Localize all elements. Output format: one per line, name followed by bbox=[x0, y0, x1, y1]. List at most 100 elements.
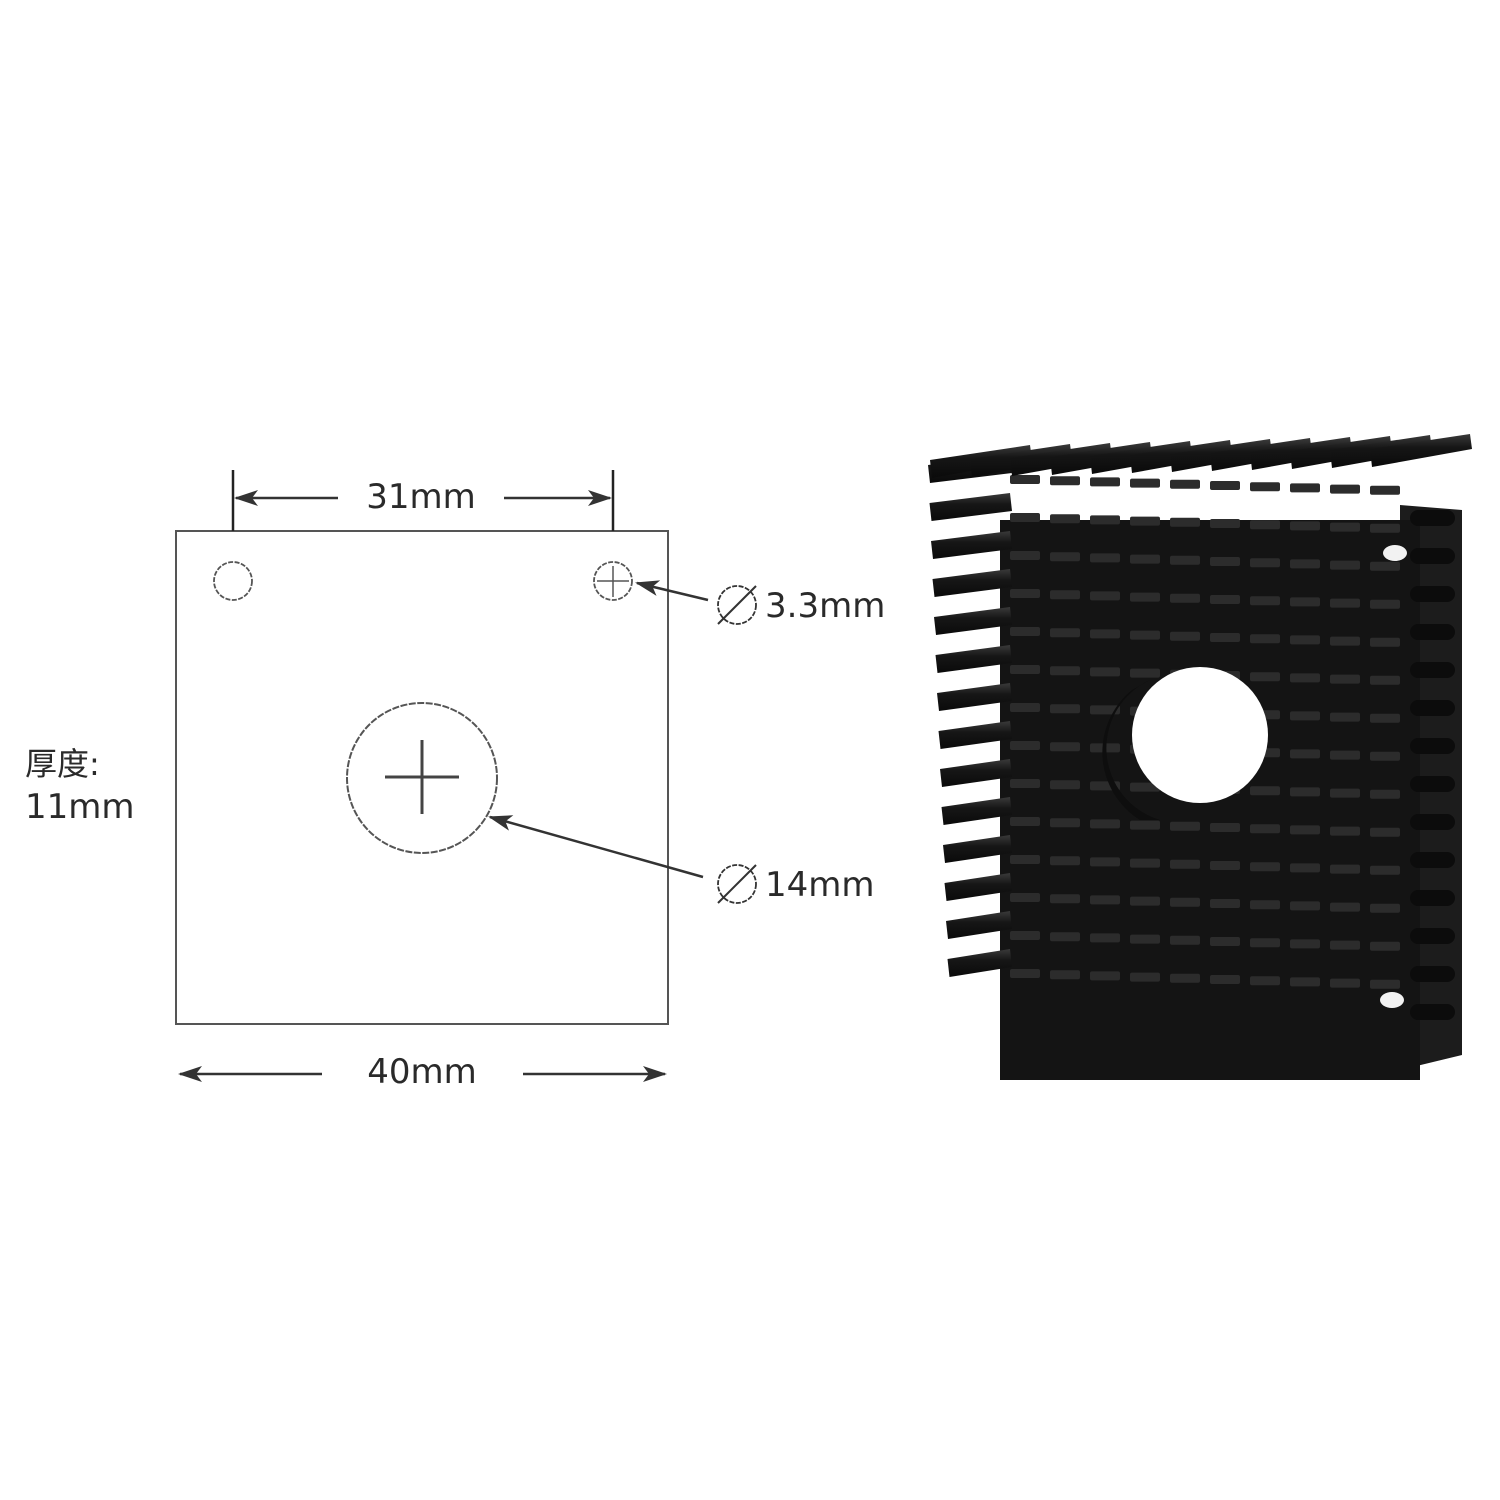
heatsink-fin-tip bbox=[1250, 482, 1280, 492]
heatsink-fin-tip bbox=[1250, 558, 1280, 568]
heatsink-image bbox=[928, 434, 1472, 1080]
heatsink-fin-tip bbox=[1130, 554, 1160, 564]
heatsink-fin-tip bbox=[1130, 592, 1160, 602]
heatsink-fin-tip bbox=[1010, 627, 1040, 636]
heatsink-fin-tip bbox=[1090, 553, 1120, 563]
heatsink-fin-tip bbox=[1130, 972, 1160, 982]
heatsink-fin-tip bbox=[1250, 976, 1280, 986]
heatsink-fin-tip bbox=[1370, 599, 1400, 609]
heatsink-fin-tip bbox=[1050, 856, 1080, 866]
heatsink-fin-tip bbox=[1370, 827, 1400, 837]
heatsink-fin-tip bbox=[1330, 826, 1360, 836]
hole-spacing-label: 31mm bbox=[366, 477, 476, 517]
heatsink-side-slot bbox=[1410, 928, 1455, 944]
heatsink-fin-tip bbox=[1210, 937, 1240, 946]
heatsink-fin-tip bbox=[1370, 637, 1400, 647]
heatsink-fin-tip bbox=[1010, 475, 1040, 484]
heatsink-fin-tip bbox=[1330, 978, 1360, 988]
heatsink-fin-tip bbox=[1370, 903, 1400, 913]
leader-arrow-3-3mm bbox=[635, 580, 709, 602]
heatsink-fin-tip bbox=[1130, 934, 1160, 944]
heatsink-fin-tip bbox=[1290, 977, 1320, 987]
heatsink-fin-tip bbox=[1250, 634, 1280, 644]
heatsink-fin-tip bbox=[1010, 817, 1040, 826]
heatsink-fin-tip bbox=[1250, 596, 1280, 606]
heatsink-fin-tip bbox=[1330, 484, 1360, 494]
heatsink-fin-tip bbox=[1010, 741, 1040, 750]
crosshair-icon bbox=[597, 566, 629, 597]
mounting-hole-right bbox=[593, 561, 633, 601]
heatsink-fin-tip bbox=[1210, 633, 1240, 642]
heatsink-side-slot bbox=[1410, 662, 1455, 678]
heatsink-fin-tip bbox=[1130, 478, 1160, 488]
heatsink-side-slot bbox=[1410, 890, 1455, 906]
heatsink-fin-tip bbox=[1370, 561, 1400, 571]
heatsink-side-slot bbox=[1410, 624, 1455, 640]
drawing-outline-group: 31mm 3.3mm 14mm 40mm 厚度: 11mm bbox=[25, 470, 885, 1092]
heatsink-fin-tip bbox=[1050, 932, 1080, 942]
heatsink-fin-tip bbox=[1290, 597, 1320, 607]
leader-arrow-14mm bbox=[488, 815, 704, 879]
heatsink-fin-tip bbox=[1330, 750, 1360, 760]
heatsink-fin-tip bbox=[1170, 631, 1200, 641]
heatsink-mount-hole bbox=[1383, 545, 1407, 561]
heatsink-fin-tip bbox=[1210, 481, 1240, 490]
heatsink-fin-tip bbox=[1170, 821, 1200, 831]
center-hole-diameter-label: 14mm bbox=[765, 865, 875, 905]
heatsink-fin-tip bbox=[1090, 667, 1120, 677]
heatsink-fin-tip bbox=[1370, 789, 1400, 799]
heatsink-fin-tip bbox=[1090, 895, 1120, 905]
heatsink-fin-tip bbox=[1290, 825, 1320, 835]
heatsink-fin bbox=[946, 911, 1012, 939]
heatsink-fin bbox=[941, 797, 1012, 825]
heatsink-fin-tip bbox=[1050, 628, 1080, 638]
heatsink-fin-tip bbox=[1290, 521, 1320, 531]
heatsink-fin-tip bbox=[1130, 858, 1160, 868]
heatsink-fin-tip bbox=[1290, 559, 1320, 569]
heatsink-fin-tip bbox=[1370, 485, 1400, 495]
mounting-hole-diameter-label: 3.3mm bbox=[765, 586, 885, 626]
heatsink-fin-tip bbox=[1090, 477, 1120, 487]
heatsink-fin-tip bbox=[1010, 665, 1040, 674]
heatsink-fin-tip bbox=[1130, 516, 1160, 526]
heatsink-fin-tip bbox=[1170, 935, 1200, 945]
heatsink-fin-tip bbox=[1010, 589, 1040, 598]
heatsink-fin-tip bbox=[1370, 713, 1400, 723]
heatsink-fin-tip bbox=[1250, 900, 1280, 910]
heatsink-side-slot bbox=[1410, 852, 1455, 868]
heatsink-fin-tip bbox=[1050, 970, 1080, 980]
heatsink-side-slot bbox=[1410, 776, 1455, 792]
heatsink-fin-tip bbox=[1170, 479, 1200, 489]
heatsink-fin-tip bbox=[1050, 666, 1080, 676]
heatsink-fin bbox=[938, 721, 1012, 749]
heatsink-fin-tip bbox=[1370, 941, 1400, 951]
heatsink-fin-tip bbox=[1290, 635, 1320, 645]
heatsink-fin-tip bbox=[1090, 933, 1120, 943]
heatsink-fin-tip bbox=[1170, 517, 1200, 527]
mounting-hole-left bbox=[213, 561, 253, 601]
heatsink-fin bbox=[932, 569, 1012, 597]
heatsink-fin-tip bbox=[1090, 857, 1120, 867]
heatsink-fin-tip bbox=[1130, 630, 1160, 640]
heatsink-fin-tip bbox=[1130, 896, 1160, 906]
heatsink-fin-tip bbox=[1050, 552, 1080, 562]
heatsink-fin-tip bbox=[1090, 971, 1120, 981]
heatsink-side-slot bbox=[1410, 738, 1455, 754]
heatsink-side-slot bbox=[1410, 510, 1455, 526]
heatsink-fin-tip bbox=[1370, 675, 1400, 685]
heatsink-fin-tip bbox=[1170, 859, 1200, 869]
heatsink-side-slot bbox=[1410, 586, 1455, 602]
heatsink-fin-tip bbox=[1290, 749, 1320, 759]
heatsink-fin-tip bbox=[1250, 824, 1280, 834]
heatsink-fin-tip bbox=[1090, 819, 1120, 829]
heatsink-fin bbox=[940, 759, 1012, 787]
heatsink-fin-tip bbox=[1090, 705, 1120, 715]
heatsink-fin bbox=[934, 607, 1012, 635]
heatsink-fin-tip bbox=[1290, 939, 1320, 949]
heatsink-fin-tip bbox=[1370, 979, 1400, 989]
heatsink-fin-tip bbox=[1130, 668, 1160, 678]
heatsink-fin-tip bbox=[1210, 557, 1240, 566]
heatsink-fin-tip bbox=[1050, 704, 1080, 714]
heatsink-fin-tip bbox=[1290, 673, 1320, 683]
